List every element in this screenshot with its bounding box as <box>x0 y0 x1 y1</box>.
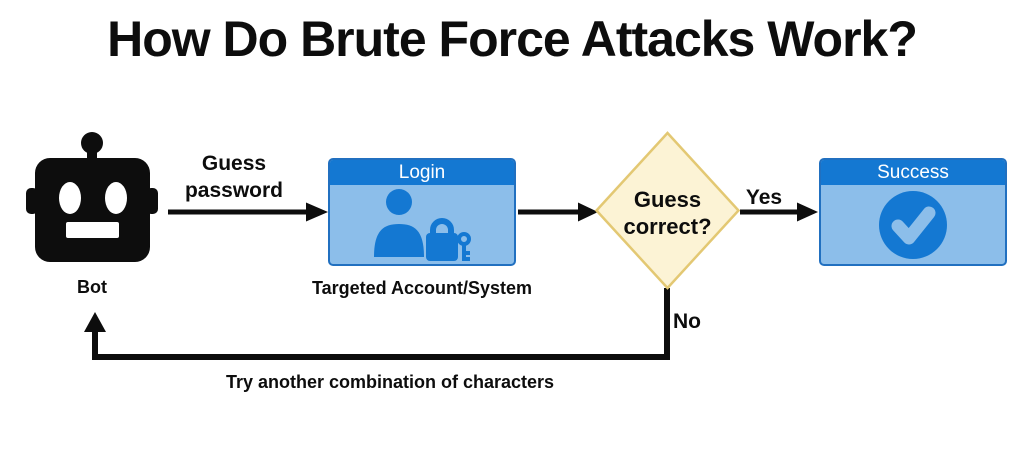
bot-label: Bot <box>77 277 107 297</box>
success-node-body <box>821 185 1005 264</box>
login-node-body <box>330 185 514 264</box>
success-node: Success <box>819 158 1007 266</box>
arrow-login-to-decision <box>518 202 598 222</box>
edge-label-guess-password: Guess password <box>184 152 284 202</box>
edge-label-no: No <box>673 310 701 333</box>
robot-mouth <box>66 222 119 238</box>
login-node-caption: Targeted Account/System <box>311 278 533 298</box>
lock-body <box>426 232 458 261</box>
decision-diamond <box>595 131 741 290</box>
user-shoulders <box>374 223 424 257</box>
login-node: Login <box>328 158 516 266</box>
robot-head <box>35 158 150 262</box>
login-node-header: Login <box>330 160 514 185</box>
lock-shackle <box>430 217 454 235</box>
robot-right-eye <box>105 182 127 214</box>
robot-left-eye <box>59 182 81 214</box>
decision-label: Guess correct? <box>623 187 712 239</box>
page-title: How Do Brute Force Attacks Work? <box>107 11 918 67</box>
user-lock-icon <box>374 188 471 261</box>
edge-label-retry: Try another combination of characters <box>225 372 555 392</box>
success-node-header: Success <box>821 160 1005 185</box>
key-icon <box>457 231 471 261</box>
edge-label-yes: Yes <box>745 186 783 209</box>
robot-antenna <box>81 132 103 154</box>
user-head <box>386 188 412 215</box>
robot-icon <box>26 132 158 262</box>
check-circle-icon <box>879 190 947 259</box>
arrow-bot-to-login <box>168 202 328 222</box>
